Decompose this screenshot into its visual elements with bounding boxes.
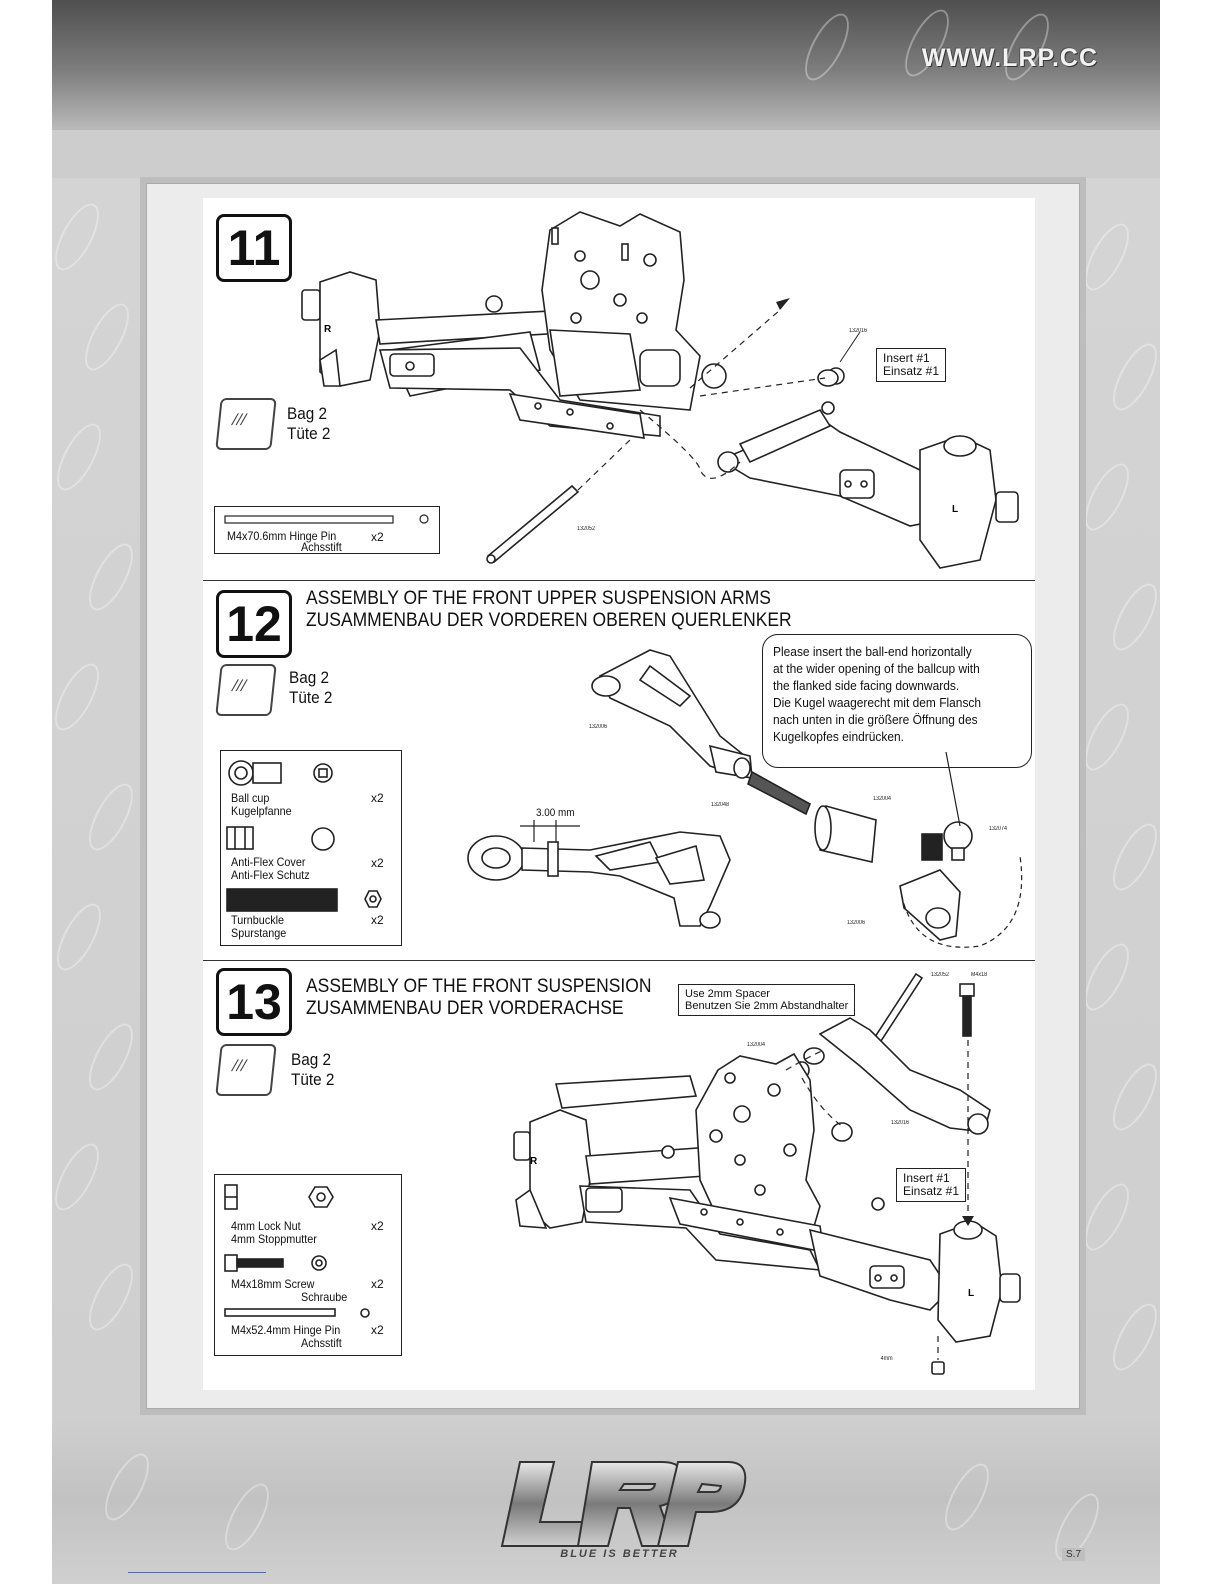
svg-text:L: L (952, 504, 958, 515)
part-name-de: Schraube (301, 1290, 348, 1304)
svg-text:L: L (968, 1288, 974, 1299)
svg-text:R: R (324, 324, 332, 335)
tread-pattern (1104, 337, 1160, 417)
step-number: 12 (216, 590, 292, 658)
tread-pattern (76, 297, 138, 377)
tagline: BLUE IS BETTER (560, 1548, 679, 1560)
part-qty: x2 (371, 1277, 384, 1291)
part-number: 132052 (931, 972, 950, 978)
tread-pattern (1076, 697, 1138, 777)
tread-pattern (52, 1137, 108, 1217)
part-qty: x2 (371, 856, 384, 870)
part-name: M4x52.4mm Hinge Pin (231, 1323, 341, 1337)
part-qty: x2 (371, 1323, 384, 1337)
part-name-de: Anti-Flex Schutz (231, 868, 310, 882)
part-name-de: Achsstift (301, 540, 342, 554)
part-name-de: Achsstift (301, 1336, 342, 1350)
tread-pattern (80, 537, 142, 617)
tread-pattern (1104, 577, 1160, 657)
part-qty: x2 (371, 1219, 384, 1233)
part-name: M4x70.6mm Hinge Pin (227, 529, 337, 543)
part-name-de: 4mm Stoppmutter (231, 1232, 317, 1246)
hinge-pin-icon (224, 514, 429, 524)
page-number: S.7 (1062, 1548, 1086, 1561)
upper-arm-assembly-diagram (467, 649, 1023, 948)
bag-icon: /// (215, 664, 277, 716)
tread-pattern (936, 1457, 998, 1537)
tread-pattern (1104, 1297, 1160, 1377)
tread-pattern (1076, 937, 1138, 1017)
tread-pattern (52, 417, 110, 497)
parts-icons (224, 1184, 370, 1318)
part-number: M4x18 (970, 972, 988, 978)
tread-pattern (216, 1477, 278, 1557)
part-number: 132016 (891, 1120, 910, 1126)
tread-pattern (80, 777, 142, 857)
tread-pattern (1104, 1057, 1160, 1137)
lrp-logo[interactable] (492, 1456, 747, 1552)
tread-pattern (80, 1257, 142, 1337)
tread-pattern (1076, 217, 1138, 297)
front-bulkhead-assembly-diagram: R L (301, 211, 1019, 569)
parts-icons (226, 760, 382, 912)
parts-list: 4mm Lock Nut 4mm Stoppmutter x2 M4x18mm … (214, 1174, 402, 1356)
part-number: 132006 (847, 920, 866, 926)
bag-icon: /// (215, 1044, 277, 1096)
bag-icon: /// (215, 398, 277, 450)
tread-pattern (1076, 457, 1138, 537)
svg-text:R: R (530, 1156, 538, 1167)
part-name: Anti-Flex Cover (231, 855, 306, 869)
step-title: ASSEMBLY OF THE FRONT UPPER SUSPENSION A… (306, 588, 792, 631)
tread-pattern (52, 197, 108, 277)
tread-pattern (96, 1447, 158, 1527)
tread-pattern (1076, 1177, 1138, 1257)
header-light-band (52, 130, 1160, 178)
part-number: 132004 (747, 1042, 766, 1048)
section-divider (203, 580, 1035, 581)
tread-pattern (1104, 817, 1160, 897)
header-band (52, 0, 1160, 130)
part-number: 4mm (880, 1356, 893, 1362)
part-name: 4mm Lock Nut (231, 1219, 301, 1233)
part-number: 132006 (589, 724, 608, 730)
section-divider (203, 960, 1035, 961)
part-number: 132004 (873, 796, 892, 802)
part-number: 132074 (989, 826, 1008, 832)
dimension-label: 3.00 mm (536, 807, 575, 819)
part-qty: x2 (371, 913, 384, 927)
part-number: 132048 (711, 802, 730, 808)
step-number: 11 (216, 214, 292, 282)
part-qty: x2 (371, 530, 384, 544)
part-qty: x2 (371, 791, 384, 805)
part-name: Turnbuckle (231, 913, 285, 927)
parts-list: M4x70.6mm Hinge Pin Achsstift x2 (214, 506, 440, 554)
part-name-de: Kugelpfanne (231, 804, 292, 818)
front-suspension-assembly-diagram: R L (513, 972, 1021, 1375)
website-url[interactable]: WWW.LRP.CC (921, 44, 1098, 72)
part-name: Ball cup (231, 791, 270, 805)
tread-pattern (52, 897, 110, 977)
part-number: 132016 (849, 328, 868, 334)
step-number: 13 (216, 968, 292, 1036)
parts-list: Ball cup Kugelpfanne x2 Anti-Flex Cover … (220, 750, 402, 946)
tread-pattern (80, 1017, 142, 1097)
part-number: 132052 (577, 526, 596, 532)
tread-pattern (52, 657, 108, 737)
part-name: M4x18mm Screw (231, 1277, 315, 1291)
link-underline[interactable] (128, 1572, 266, 1573)
part-name-de: Spurstange (231, 926, 287, 940)
